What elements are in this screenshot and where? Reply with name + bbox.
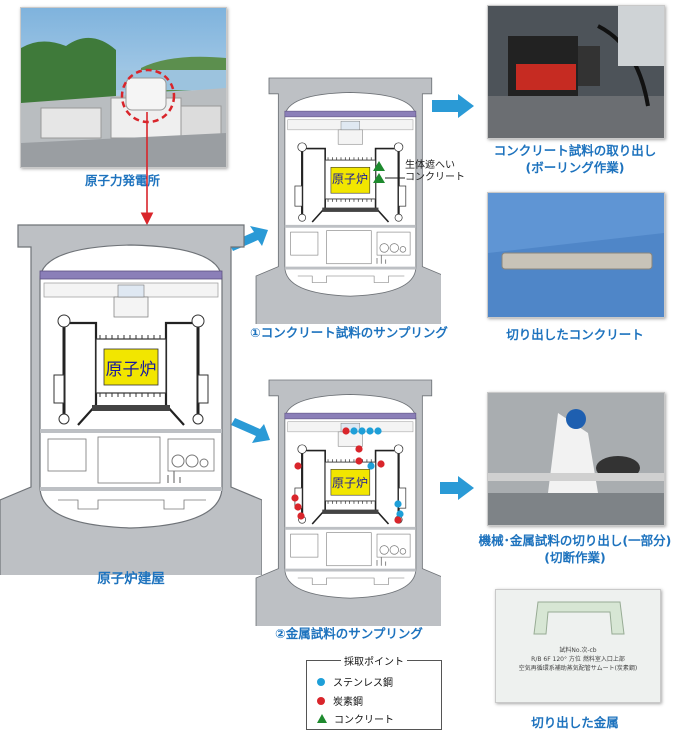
reactor-label-1: 原子炉 (332, 172, 368, 186)
metal-sampling-diagram: 原子炉 (255, 378, 441, 626)
legend: 採取ポイント ステンレス鋼 炭素鋼 コンクリート (306, 653, 442, 730)
carbon-points (291, 427, 402, 524)
cutting-work-caption: 機械･金属試料の切り出し(一部分) (切断作業) (470, 532, 679, 566)
arrow-to-sampling-2-icon (231, 418, 270, 443)
boring-caption-line1: コンクリート試料の取り出し (493, 143, 657, 158)
legend-label: ステンレス鋼 (333, 678, 393, 689)
cut-concrete-photo (487, 192, 665, 318)
legend-item-stainless: ステンレス鋼 (317, 674, 393, 689)
reactor-label: 原子炉 (106, 360, 157, 380)
power-plant-photo (20, 7, 227, 168)
legend-title: 採取ポイント (341, 653, 407, 668)
cutting-caption-line2: (切断作業) (544, 550, 606, 565)
reactor-building-caption: 原子炉建屋 (97, 571, 165, 587)
cut-metal-photo: 試料No.次-cb R/B 6F 120° 方位 燃料室入口上部 空気再循環系補… (495, 589, 661, 703)
shield-concrete-label: 生体遮へい コンクリート (405, 160, 465, 184)
stainless-points (350, 427, 404, 518)
cutting-caption-line1: 機械･金属試料の切り出し(一部分) (478, 533, 672, 548)
boring-work-caption: コンクリート試料の取り出し (ボーリング作業) (470, 142, 679, 176)
reactor-building-diagram: 原子炉 (0, 223, 262, 575)
concrete-point-icon (373, 173, 385, 183)
legend-item-concrete: コンクリート (317, 711, 394, 726)
carbon-dot-icon (317, 697, 325, 705)
tag-line-3: 空気再循環系補助蒸気配管サムート(炭素鋼) (518, 665, 638, 672)
stainless-dot-icon (317, 678, 325, 686)
legend-label: 炭素鋼 (333, 697, 363, 708)
concrete-sampling-diagram: 原子炉 (255, 76, 441, 324)
metal-sample-tag: 試料No.次-cb R/B 6F 120° 方位 燃料室入口上部 空気再循環系補… (502, 646, 654, 673)
concrete-sampling-caption: ①コンクリート試料のサンプリング (250, 325, 448, 340)
legend-label: コンクリート (334, 715, 394, 726)
tag-line-1: 試料No.次-cb (559, 647, 597, 654)
power-plant-caption: 原子力発電所 (84, 173, 160, 188)
shield-concrete-label-line2: コンクリート (405, 172, 465, 183)
boring-work-photo (487, 5, 665, 139)
concrete-triangle-icon (317, 714, 327, 723)
concrete-point-icon (373, 161, 385, 171)
shield-concrete-label-line1: 生体遮へい (405, 160, 455, 171)
metal-sampling-caption: ②金属試料のサンプリング (275, 626, 423, 641)
cut-concrete-caption: 切り出したコンクリート (506, 327, 644, 342)
cutting-work-photo (487, 392, 665, 526)
reactor-label-2: 原子炉 (332, 476, 368, 490)
boring-caption-line2: (ボーリング作業) (525, 160, 625, 175)
arrow-to-photo-2-icon (440, 476, 474, 500)
cut-metal-caption: 切り出した金属 (531, 715, 619, 730)
legend-item-carbon: 炭素鋼 (317, 693, 363, 708)
arrow-to-photo-1-icon (432, 94, 474, 118)
power-plant-illustration (21, 8, 226, 167)
tag-line-2: R/B 6F 120° 方位 燃料室入口上部 (531, 656, 625, 663)
